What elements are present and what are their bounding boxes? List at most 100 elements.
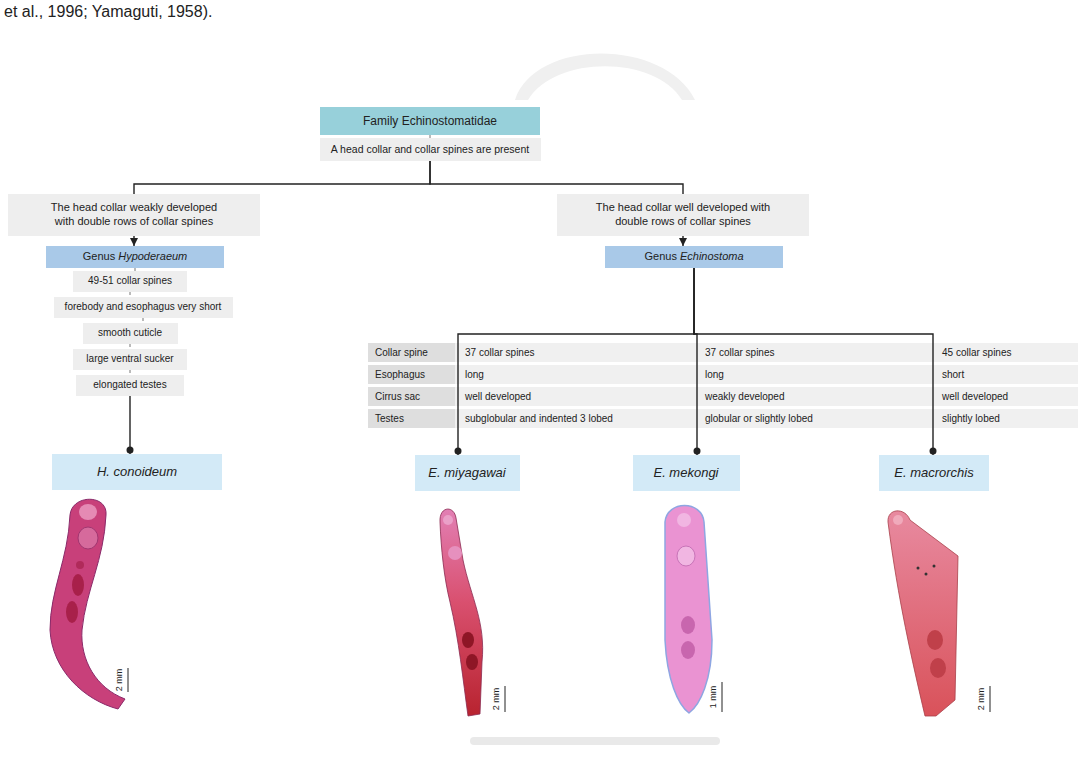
character-box: forebody and esophagus very short [54, 297, 233, 318]
species-box: E. macrorchis [879, 455, 989, 491]
table-row [455, 343, 1078, 362]
testis [462, 632, 474, 648]
egg-dot [917, 567, 920, 570]
table-cell: long [703, 365, 726, 384]
species-box: H. conoideum [52, 454, 222, 490]
oral-sucker [443, 515, 453, 525]
table-cell: long [463, 365, 486, 384]
table-row [455, 365, 1078, 384]
ventral-sucker [677, 546, 695, 566]
species-box-text: E. miyagawai [428, 465, 505, 481]
worm-body [888, 511, 958, 716]
table-cell: slightly lobed [940, 409, 1002, 428]
character-box: large ventral sucker [73, 349, 187, 370]
testis [466, 654, 478, 670]
table-bands [368, 343, 1078, 428]
character-box-text: The head collar well developed with doub… [593, 201, 773, 229]
watermark-shape [515, 54, 695, 101]
testis [930, 658, 946, 678]
watermark-shape [470, 737, 720, 745]
connector [430, 161, 683, 194]
table-cell: short [940, 365, 966, 384]
testis [681, 616, 695, 634]
character-box: A head collar and collar spines are pres… [320, 138, 541, 161]
worm-specimen [665, 506, 712, 714]
character-box-text: large ventral sucker [86, 353, 173, 366]
species-box-text: H. conoideum [97, 464, 177, 480]
scale-bar [128, 668, 129, 692]
table-row-header: Esophagus [373, 365, 427, 384]
table-header-cell [368, 409, 455, 428]
table-cell: subglobular and indented 3 lobed [463, 409, 615, 428]
oral-sucker [893, 515, 903, 525]
genus-box: Genus Echinostoma [605, 246, 783, 268]
worm-body [665, 506, 712, 714]
table-cell: weakly developed [703, 387, 787, 406]
table-row-header: Testes [373, 409, 406, 428]
family-box: Family Echinostomatidae [320, 107, 540, 135]
ovary [76, 561, 84, 569]
scale-bar [505, 686, 506, 712]
worm-body [50, 499, 125, 709]
connector [133, 236, 134, 246]
connector [682, 236, 683, 246]
table-cell: well developed [940, 387, 1010, 406]
worm-body [440, 509, 483, 716]
table-header-cell [368, 387, 455, 406]
table-row [455, 409, 1078, 428]
table-header-cell [368, 365, 455, 384]
testis [72, 574, 84, 596]
connector [134, 161, 430, 194]
character-box-text: forebody and esophagus very short [65, 301, 222, 314]
ventral-sucker [78, 527, 98, 549]
genus-box: Genus Hypoderaeum [46, 246, 224, 268]
genus-box-text: Genus Echinostoma [644, 250, 743, 264]
character-box: 49-51 collar spines [73, 271, 187, 292]
connector [129, 396, 130, 454]
species-box: E. miyagawai [415, 455, 520, 491]
table-row [455, 387, 1078, 406]
character-box: The head collar weakly developed with do… [8, 194, 260, 236]
character-box: smooth cuticle [83, 323, 178, 344]
table-cell: well developed [463, 387, 533, 406]
scale-label: 1 mm [708, 686, 718, 709]
character-box: elongated testes [76, 375, 184, 396]
ventral-sucker [448, 546, 462, 560]
species-box-text: E. mekongi [653, 465, 718, 481]
table-cell: 37 collar spines [703, 343, 776, 362]
egg-dot [925, 573, 928, 576]
citation-fragment: et al., 1996; Yamaguti, 1958). [4, 3, 212, 21]
table-cell: globular or slightly lobed [703, 409, 815, 428]
species-box-text: E. macrorchis [894, 465, 973, 481]
character-box-text: A head collar and collar spines are pres… [331, 143, 529, 156]
connector [458, 268, 694, 455]
table-header-cell [368, 343, 455, 362]
character-box-text: The head collar weakly developed with do… [44, 201, 224, 229]
character-box-text: elongated testes [93, 379, 166, 392]
scale-label: 2 mm [114, 669, 124, 692]
character-box-text: smooth cuticle [98, 327, 162, 340]
worm-specimen [50, 499, 125, 709]
testis [66, 601, 78, 623]
worm-specimen [888, 511, 958, 716]
character-box: The head collar well developed with doub… [557, 194, 809, 236]
egg-dot [933, 565, 936, 568]
scale-label: 2 mm [491, 688, 501, 711]
character-box-text: 49-51 collar spines [88, 275, 172, 288]
scale-bar [990, 686, 991, 712]
table-cell: 45 collar spines [940, 343, 1013, 362]
oral-sucker [677, 513, 691, 527]
table-row-header: Cirrus sac [373, 387, 422, 406]
scale-label: 2 mm [976, 688, 986, 711]
scale-bar [722, 682, 723, 712]
oral-sucker [79, 504, 97, 520]
testis [681, 641, 695, 659]
family-box-text: Family Echinostomatidae [363, 114, 497, 129]
table-row-header: Collar spine [373, 343, 430, 362]
genus-box-text: Genus Hypoderaeum [83, 250, 188, 264]
table-cell: 37 collar spines [463, 343, 536, 362]
species-box: E. mekongi [633, 455, 740, 491]
testis [927, 630, 943, 650]
